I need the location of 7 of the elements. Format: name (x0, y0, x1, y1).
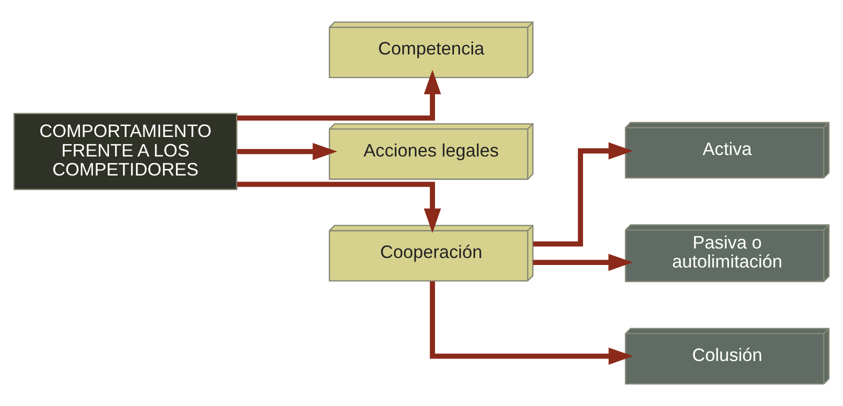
arrow (237, 70, 442, 121)
arrow (237, 142, 338, 160)
arrow (430, 281, 634, 365)
arrow (237, 182, 442, 233)
arrow (533, 254, 633, 272)
node-box: COMPORTAMIENTO FRENTE A LOS COMPETIDORES (13, 112, 238, 190)
arrow (533, 142, 634, 247)
